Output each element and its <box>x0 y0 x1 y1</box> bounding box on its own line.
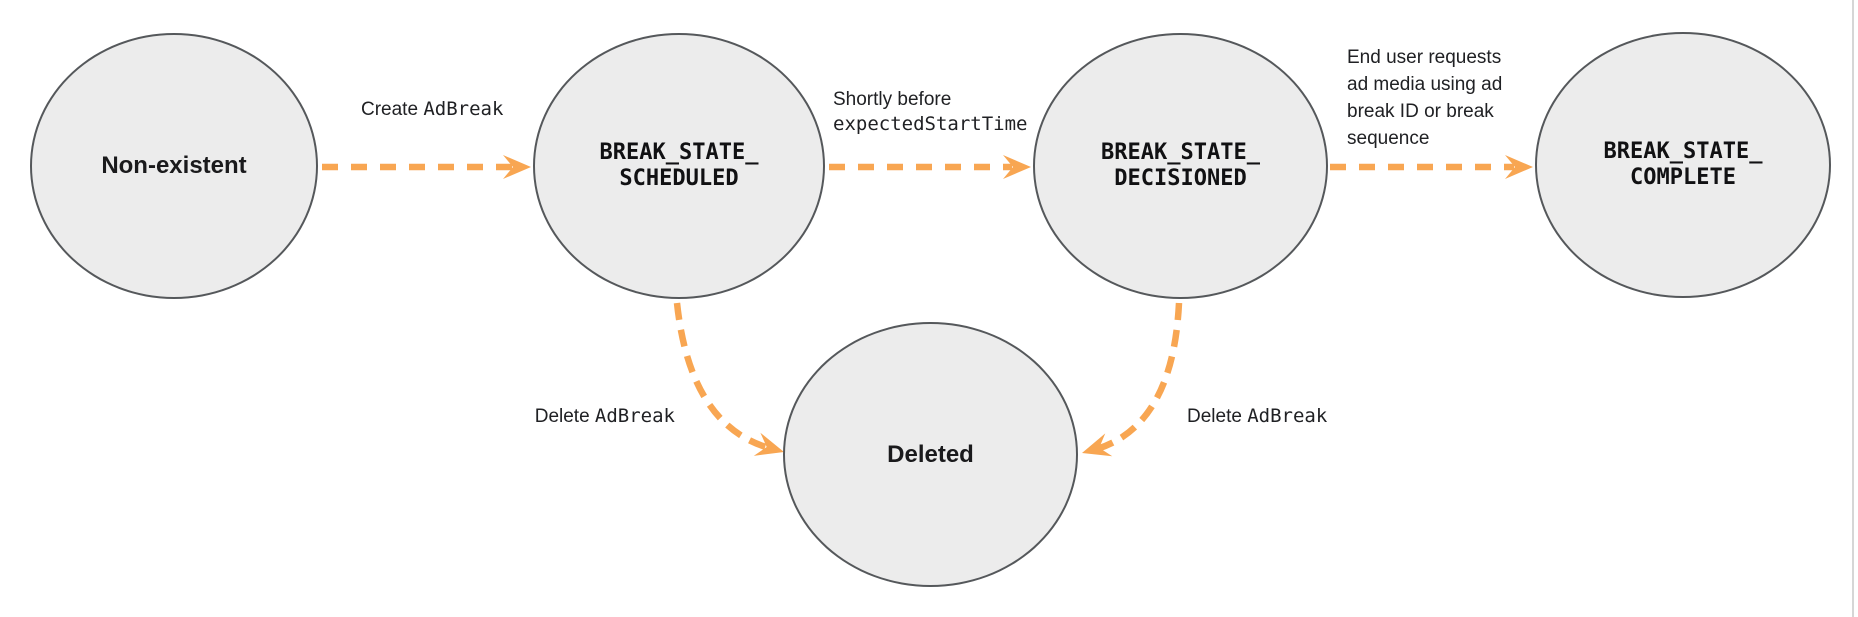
transition-label-delete-adbreak-right: Delete AdBreak <box>1187 404 1327 429</box>
state-node-break-state-decisioned: BREAK_STATE_ DECISIONED <box>1033 33 1328 299</box>
state-label-decisioned-line2: DECISIONED <box>1114 166 1247 191</box>
state-node-break-state-complete: BREAK_STATE_ COMPLETE <box>1535 32 1831 298</box>
state-node-break-state-scheduled: BREAK_STATE_ SCHEDULED <box>533 33 825 299</box>
transition-label-delete-right-prefix: Delete <box>1187 406 1248 427</box>
state-label-deleted: Deleted <box>887 440 974 468</box>
state-label-complete-line2: COMPLETE <box>1630 165 1736 190</box>
transition-label-shortly-before: Shortly before expectedStartTime <box>833 87 1027 137</box>
transition-arrow-delete-adbreak-right <box>1096 302 1183 453</box>
state-label-scheduled-line2: SCHEDULED <box>619 166 739 191</box>
state-label-complete-line1: BREAK_STATE_ <box>1603 139 1763 164</box>
state-node-non-existent: Non-existent <box>30 33 318 299</box>
state-label-scheduled-line1: BREAK_STATE_ <box>599 140 759 165</box>
state-label-non-existent: Non-existent <box>101 152 247 179</box>
state-node-deleted: Deleted <box>783 322 1078 587</box>
transition-label-delete-adbreak-left: Delete AdBreak <box>530 404 675 429</box>
arrowhead-delete-adbreak-left <box>753 432 784 456</box>
transition-label-delete-left-prefix: Delete <box>534 406 595 427</box>
arrowhead-shortly-before <box>1003 155 1031 179</box>
page-divider <box>1852 0 1854 617</box>
transition-label-create-prefix: Create <box>361 99 424 120</box>
transition-label-end-user-requests: End user requests ad media using ad brea… <box>1347 47 1503 149</box>
arrowhead-end-user-requests <box>1505 155 1533 179</box>
transition-label-create-code: AdBreak <box>423 98 504 120</box>
transition-arrow-delete-adbreak-left <box>673 302 770 452</box>
transition-label-create-adbreak: Create AdBreak <box>361 97 503 122</box>
transition-label-shortly-code: expectedStartTime <box>833 113 1028 135</box>
state-label-decisioned-line1: BREAK_STATE_ <box>1101 140 1260 165</box>
transition-label-delete-left-code: AdBreak <box>594 405 675 427</box>
arrowhead-create-adbreak <box>503 155 531 179</box>
arrowhead-delete-adbreak-right <box>1082 433 1113 457</box>
transition-label-delete-right-code: AdBreak <box>1247 405 1328 427</box>
transition-label-shortly-line1: Shortly before <box>833 89 952 110</box>
